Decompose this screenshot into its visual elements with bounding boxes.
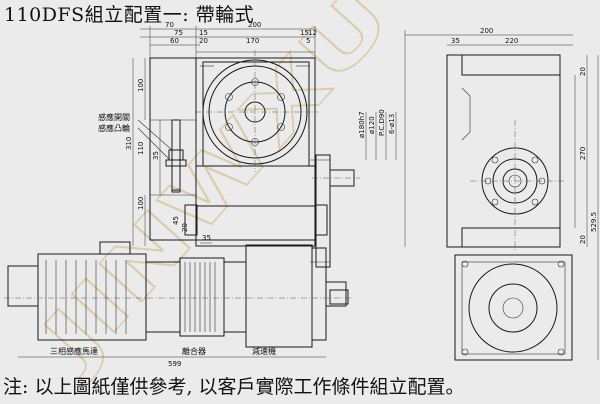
dim-left-110: 110	[137, 142, 145, 155]
dim-holes: 6-ø13	[388, 114, 396, 134]
dim-15b: 15	[300, 29, 309, 37]
label-sensor-cam: 感應凸輪	[98, 123, 130, 133]
dim-60: 60	[170, 37, 179, 45]
page-title: 110DFS組立配置一: 帶輪式	[4, 4, 255, 26]
label-sensor-switch: 感應開關	[98, 112, 130, 122]
dim-left-310: 310	[125, 137, 133, 150]
dim-15: 15	[199, 29, 208, 37]
dimension-text: 70 75 15 200 15 12 60 20 170 5 100 310 1…	[125, 21, 598, 368]
dim-left-100b: 100	[137, 197, 145, 210]
dim-75: 75	[174, 29, 183, 37]
dim-total-599: 599	[168, 360, 181, 368]
dim-200: 200	[248, 21, 261, 29]
label-reducer: 減速機	[252, 346, 276, 356]
dimension-lines	[18, 26, 599, 360]
reducer-body	[4, 244, 352, 348]
dim-12: 12	[308, 29, 317, 37]
dim-side-220: 220	[505, 37, 518, 45]
dim-side-20: 20	[579, 67, 587, 76]
dim-70: 70	[165, 21, 174, 29]
dim-left-35: 35	[152, 151, 160, 160]
dim-170: 170	[246, 37, 259, 45]
motor-end-view	[454, 254, 573, 361]
dim-side-270: 270	[579, 147, 587, 160]
dim-left-20: 20	[181, 223, 189, 232]
dim-dia-120: ø120	[368, 116, 376, 134]
dim-side-20b: 20	[579, 235, 587, 244]
dim-side-200: 200	[480, 27, 493, 35]
label-motor: 三相感應馬達	[50, 346, 98, 356]
dim-pcd: P.C.D90	[378, 109, 386, 136]
side-view	[446, 54, 565, 250]
component-labels: 感應開關 感應凸輪 三相感應馬達 離合器 減速機	[50, 112, 276, 356]
dim-side-529-5: 529.5	[590, 212, 598, 232]
sensor-cam	[165, 119, 187, 193]
dim-bottom-35: 35	[202, 234, 211, 242]
dim-dia-180: ø180h7	[358, 111, 366, 138]
label-clutch: 離合器	[182, 346, 206, 356]
footer-note: 注: 以上圖紙僅供參考, 以客戶實際工作條件組立配置。	[3, 376, 465, 398]
dim-left-100: 100	[137, 79, 145, 92]
dim-left-45: 45	[172, 216, 180, 225]
dim-side-35: 35	[451, 37, 460, 45]
dim-5: 5	[306, 37, 310, 45]
pulley-assembly	[310, 154, 360, 305]
dim-20: 20	[199, 37, 208, 45]
